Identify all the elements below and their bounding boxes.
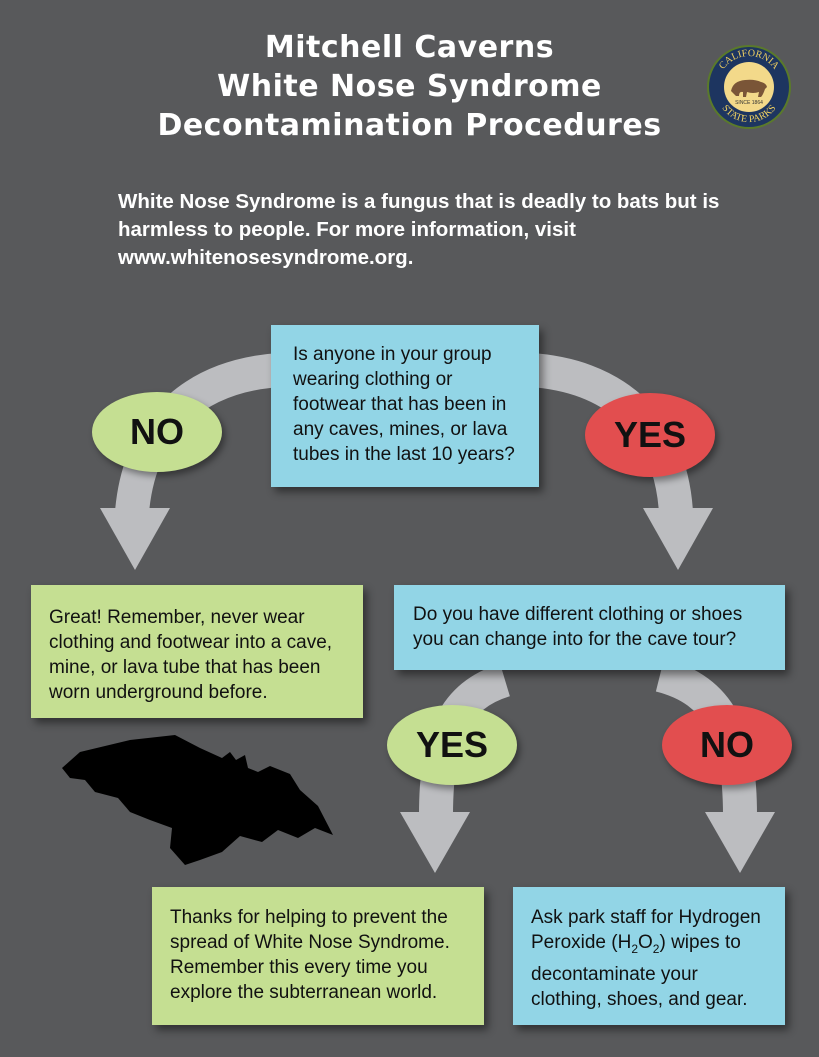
- arrowhead-q2-yes: [400, 812, 470, 873]
- arrowhead-no: [100, 508, 170, 570]
- arrowhead-yes: [643, 508, 713, 570]
- page-title: Mitchell Caverns White Nose Syndrome Dec…: [0, 28, 819, 145]
- question-1-text: Is anyone in your group wearing clothing…: [293, 344, 515, 465]
- result-h2o2-box: Ask park staff for Hydrogen Peroxide (H2…: [513, 887, 785, 1025]
- title-line-1: Mitchell Caverns: [264, 30, 555, 65]
- q1-yes-label: YES: [585, 393, 715, 477]
- result-no-box: Great! Remember, never wear clothing and…: [31, 585, 363, 718]
- result-yes-text: Thanks for helping to prevent the spread…: [170, 907, 450, 1003]
- q2-yes-label: YES: [387, 705, 517, 785]
- q2-no-label: NO: [662, 705, 792, 785]
- title-line-2: White Nose Syndrome: [217, 69, 602, 104]
- california-state-parks-logo: SINCE 1864 CALIFORNIA STATE PARKS: [707, 45, 791, 129]
- title-line-3: Decontamination Procedures: [157, 108, 662, 143]
- q1-no-label: NO: [92, 392, 222, 472]
- question-1-box: Is anyone in your group wearing clothing…: [271, 325, 539, 487]
- question-2-box: Do you have different clothing or shoes …: [394, 585, 785, 670]
- logo-since: SINCE 1864: [735, 100, 763, 106]
- result-h2o2-text: Ask park staff for Hydrogen Peroxide (H2…: [531, 907, 761, 1010]
- result-no-text: Great! Remember, never wear clothing and…: [49, 607, 333, 703]
- question-2-text: Do you have different clothing or shoes …: [413, 604, 743, 650]
- arrowhead-q2-no: [705, 812, 775, 873]
- bat-silhouette: [62, 735, 333, 865]
- intro-text: White Nose Syndrome is a fungus that is …: [118, 190, 720, 269]
- result-yes-box: Thanks for helping to prevent the spread…: [152, 887, 484, 1025]
